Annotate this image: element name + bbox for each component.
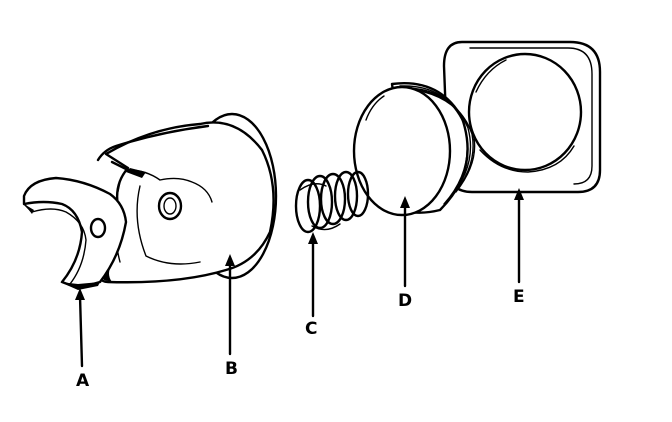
label-e: E [513, 287, 525, 307]
part-d-piston [352, 82, 476, 217]
part-e-square-cap [442, 40, 602, 194]
label-a: A [76, 371, 90, 391]
label-d: D [398, 291, 412, 311]
label-b: B [225, 359, 238, 379]
leader-arrow-e [514, 188, 524, 284]
part-a-clip [22, 176, 128, 290]
leader-arrow-d [400, 196, 410, 288]
leader-arrow-c [308, 232, 318, 318]
leader-arrow-a [75, 288, 85, 368]
part-b-housing [96, 112, 278, 284]
label-c: C [305, 319, 317, 339]
part-c-spring [294, 170, 370, 234]
leader-arrow-b [225, 254, 235, 356]
